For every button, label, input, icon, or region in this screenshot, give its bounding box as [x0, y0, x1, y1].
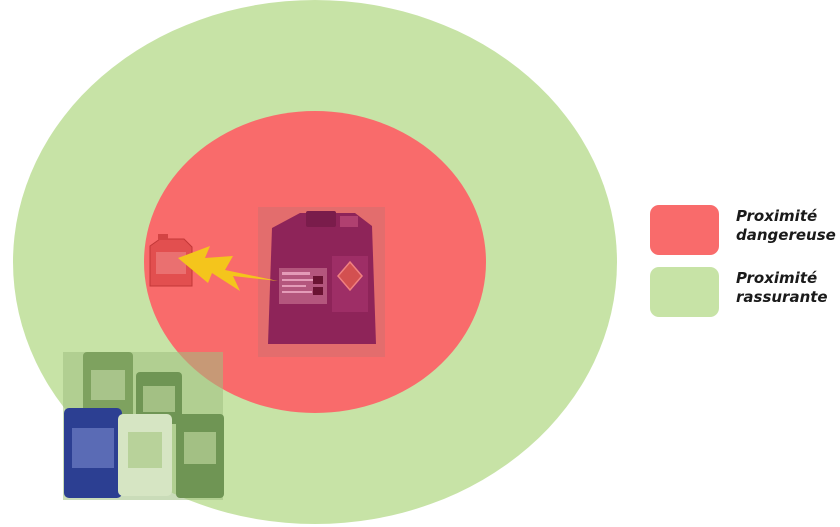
legend-label-safe: Proximité rassurante: [736, 269, 828, 307]
legend: Proximité dangereuse Proximité rassurant…: [650, 205, 840, 329]
legend-item-danger: Proximité dangereuse: [650, 205, 840, 267]
canister-stack-icon: [63, 352, 224, 500]
legend-item-safe: Proximité rassurante: [650, 267, 840, 329]
legend-label-danger: Proximité dangereuse: [736, 207, 836, 245]
chemical-canister-icon: [258, 207, 385, 357]
danger-swatch: [650, 205, 719, 255]
safe-swatch: [650, 267, 719, 317]
